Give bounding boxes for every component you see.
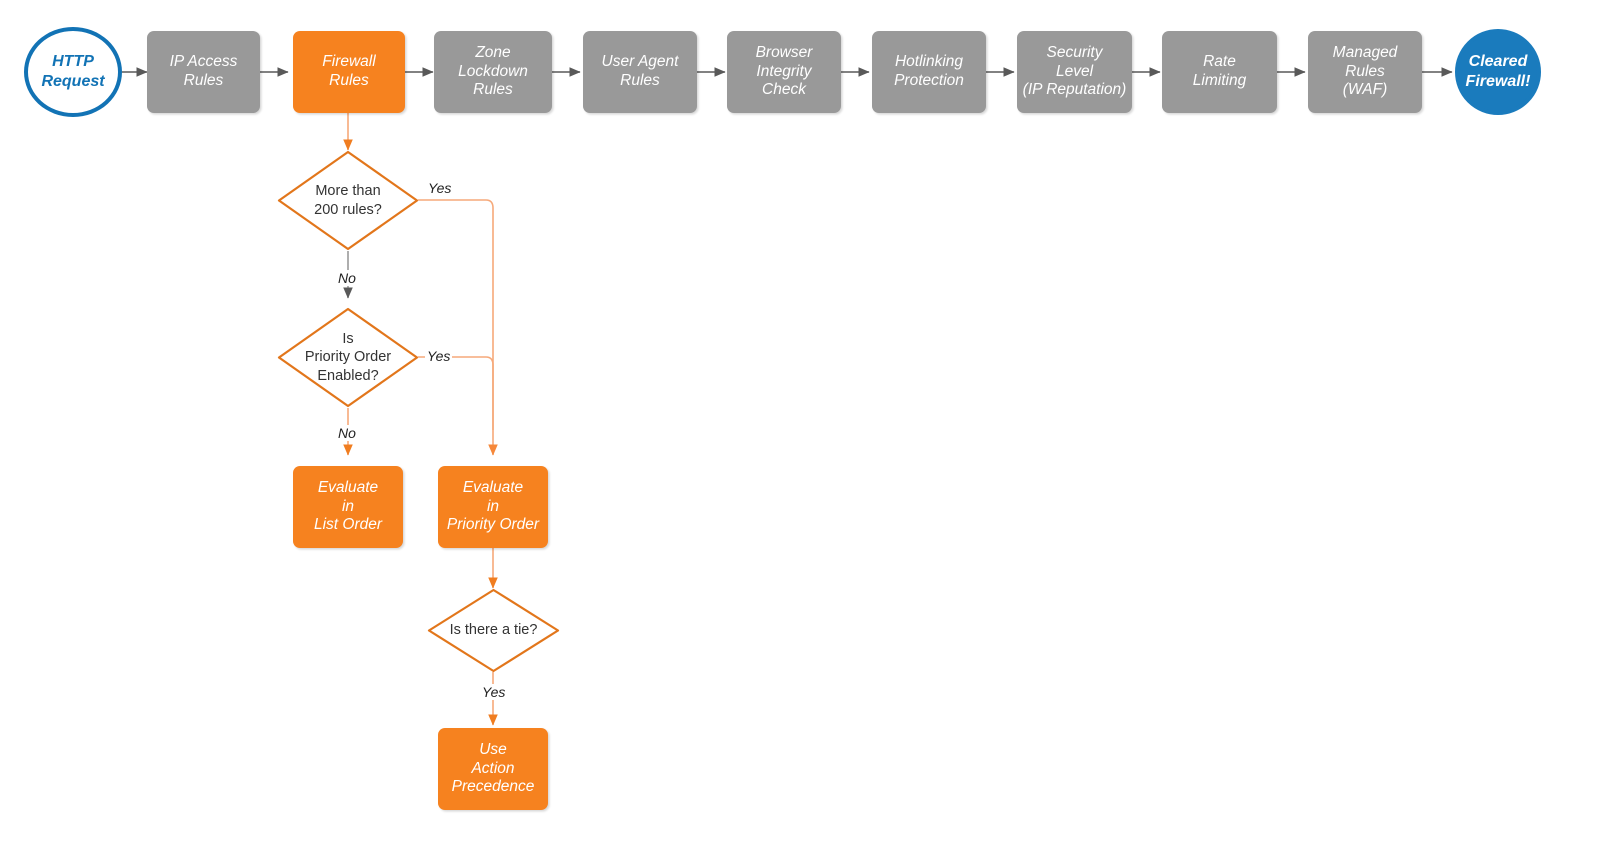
node-use-action-precedence-label: Use Action Precedence (451, 740, 535, 796)
node-use-action-precedence[interactable]: Use Action Precedence (438, 728, 548, 810)
node-browser-integrity-check-label: Browser Integrity Check (755, 43, 813, 99)
node-evaluate-in-list-order[interactable]: Evaluate in List Order (293, 466, 403, 548)
edge-label-no-priority-order: No (336, 425, 358, 441)
arrow-200rules-yes-to-priorityorder-box (418, 199, 498, 456)
decision-more-than-200-rules-label: More than 200 rules? (314, 183, 382, 218)
node-user-agent-rules[interactable]: User Agent Rules (583, 31, 697, 113)
decision-is-there-a-tie-label: Is there a tie? (449, 622, 538, 639)
node-managed-rules-waf[interactable]: Managed Rules (WAF) (1308, 31, 1422, 113)
node-cleared-firewall-label: Cleared Firewall! (1465, 53, 1531, 90)
node-hotlinking-protection-label: Hotlinking Protection (894, 53, 964, 89)
node-evaluate-in-priority-order[interactable]: Evaluate in Priority Order (438, 466, 548, 548)
diamond-shape-priority-order (277, 307, 419, 408)
node-rate-limiting-label: Rate Limiting (1192, 53, 1247, 89)
node-ip-access-rules[interactable]: IP Access Rules (147, 31, 260, 113)
arrow-priorityorder-yes-join (418, 356, 494, 430)
node-firewall-rules[interactable]: Firewall Rules (293, 31, 405, 113)
node-hotlinking-protection[interactable]: Hotlinking Protection (872, 31, 986, 113)
node-user-agent-rules-label: User Agent Rules (601, 53, 679, 89)
node-firewall-rules-label: Firewall Rules (322, 53, 376, 89)
node-security-level[interactable]: Security Level (IP Reputation) (1017, 31, 1132, 113)
node-rate-limiting[interactable]: Rate Limiting (1162, 31, 1277, 113)
edge-label-no-200-rules: No (336, 270, 358, 286)
decision-is-there-a-tie[interactable]: Is there a tie? (427, 588, 560, 673)
decision-is-priority-order-enabled-label: Is Priority Order Enabled? (304, 331, 392, 384)
diamond-shape-is-there-a-tie (427, 588, 560, 673)
node-security-level-label: Security Level (IP Reputation) (1022, 43, 1127, 99)
decision-more-than-200-rules[interactable]: More than 200 rules? (277, 150, 419, 251)
node-browser-integrity-check[interactable]: Browser Integrity Check (727, 31, 841, 113)
node-cleared-firewall[interactable]: Cleared Firewall! (1455, 29, 1541, 115)
node-evaluate-in-list-order-label: Evaluate in List Order (313, 478, 383, 534)
node-http-request-label: HTTP Request (41, 53, 105, 90)
diamond-shape-200-rules (277, 150, 419, 251)
edge-label-yes-priority-order: Yes (425, 348, 453, 364)
node-zone-lockdown-rules[interactable]: Zone Lockdown Rules (434, 31, 552, 113)
node-managed-rules-waf-label: Managed Rules (WAF) (1332, 43, 1398, 99)
edge-label-yes-200-rules: Yes (426, 180, 454, 196)
node-ip-access-rules-label: IP Access Rules (169, 53, 238, 89)
decision-is-priority-order-enabled[interactable]: Is Priority Order Enabled? (277, 307, 419, 408)
node-evaluate-in-priority-order-label: Evaluate in Priority Order (446, 478, 540, 534)
node-zone-lockdown-rules-label: Zone Lockdown Rules (458, 43, 528, 99)
node-http-request[interactable]: HTTP Request (24, 27, 122, 117)
edge-label-yes-tie: Yes (480, 684, 508, 700)
